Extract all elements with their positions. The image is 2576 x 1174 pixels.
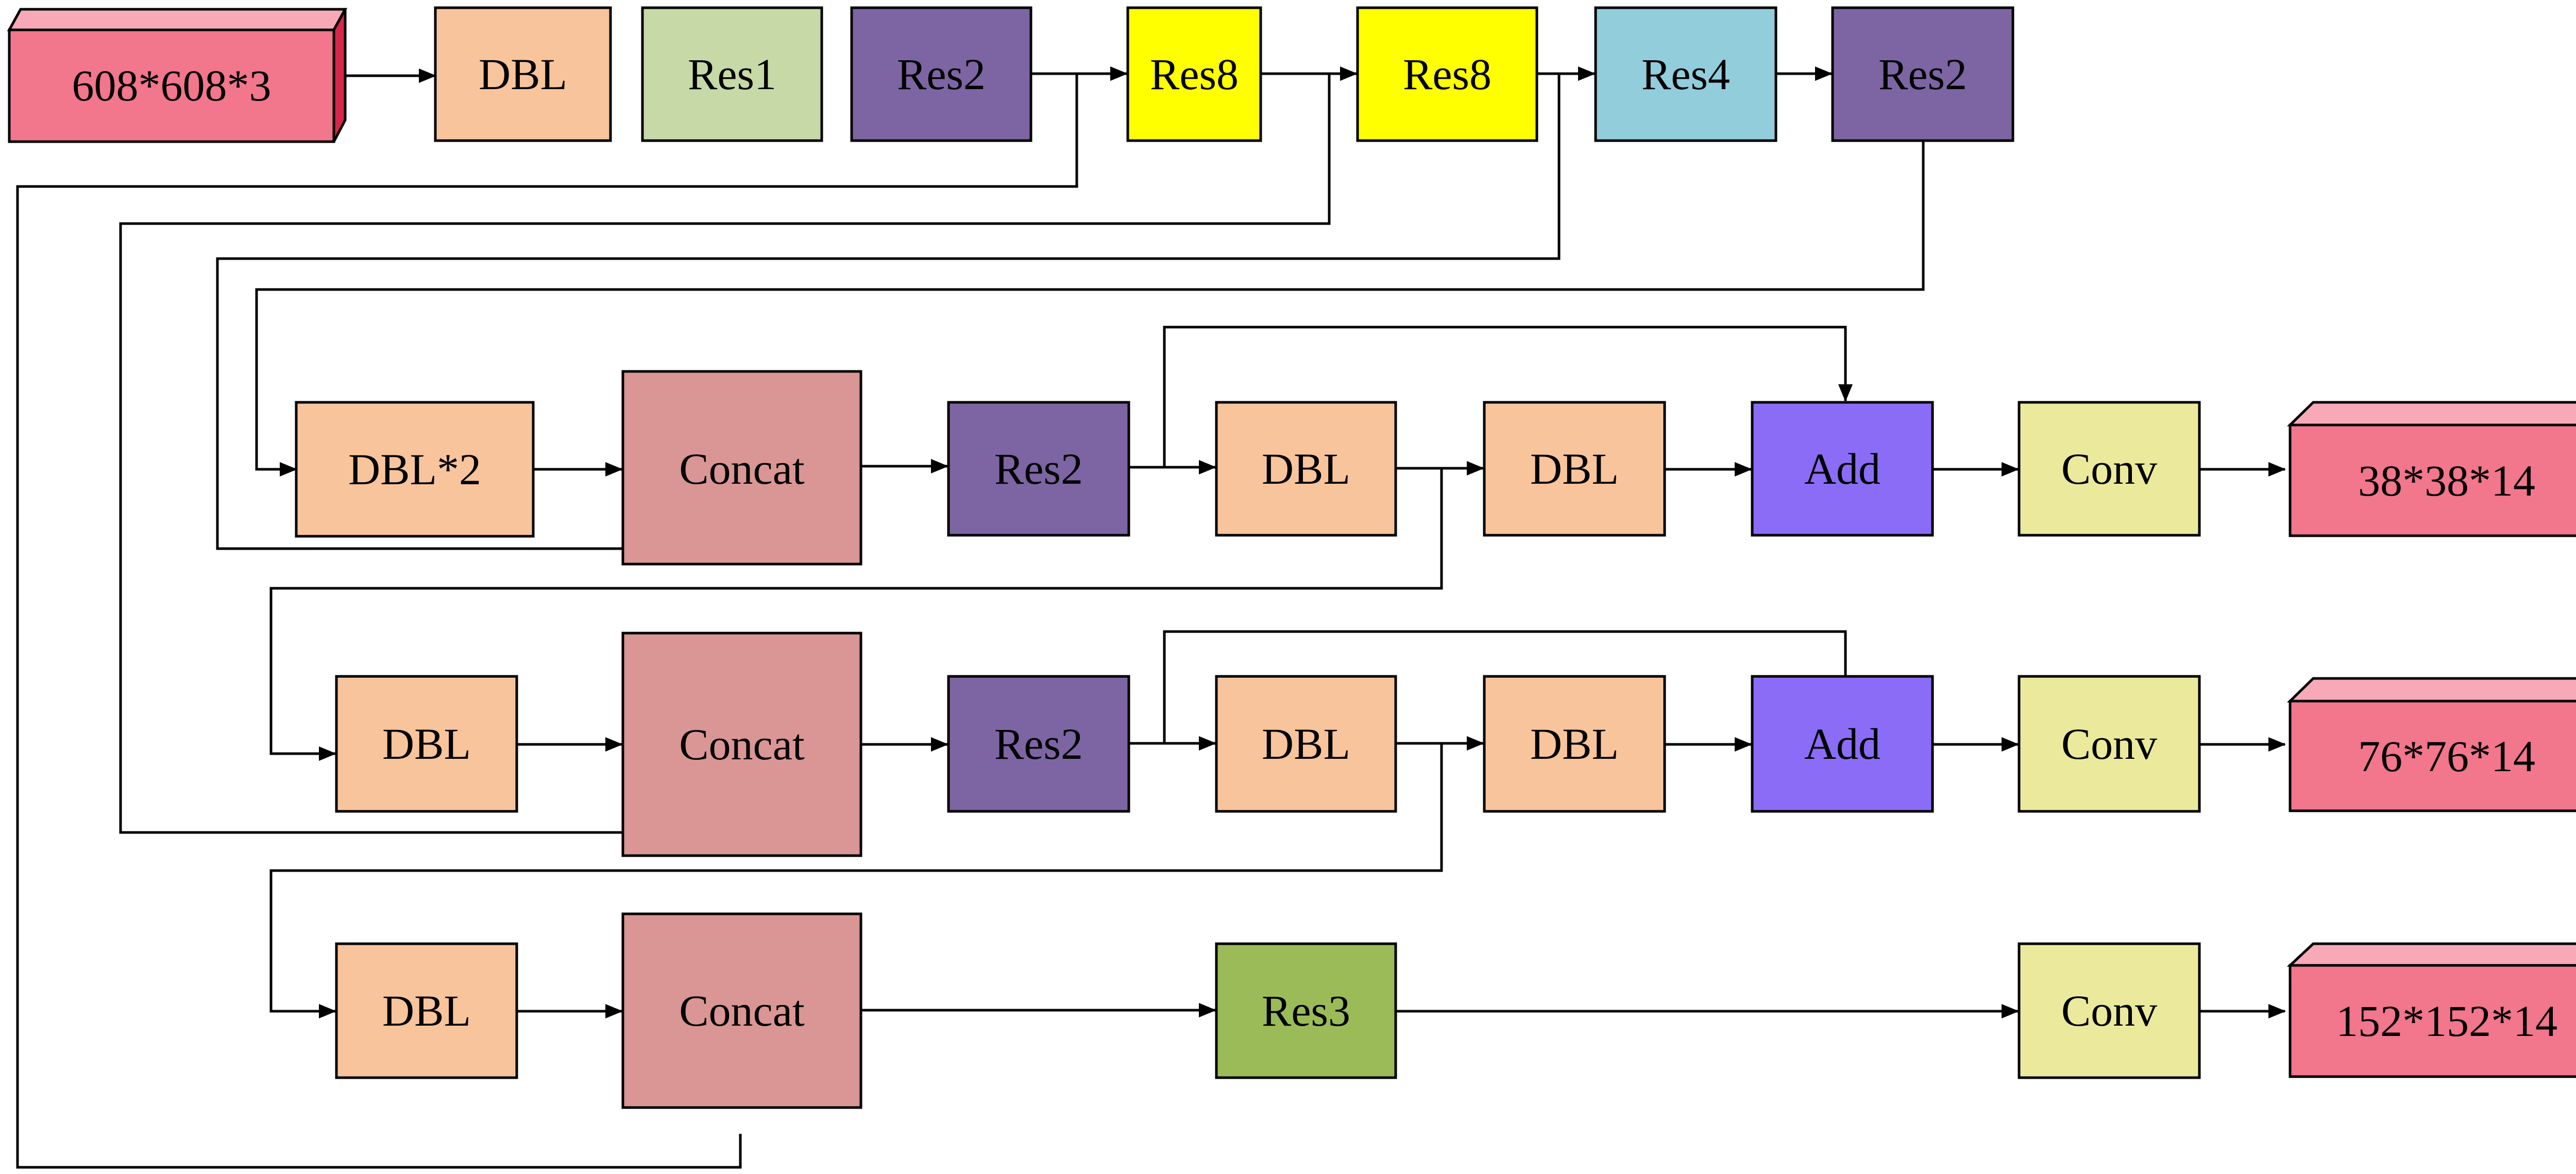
- output-tensor-152-label: 152*152*14: [2336, 996, 2557, 1046]
- row1-dbl-b: DBL: [1483, 401, 1666, 537]
- block-res8-a: Res8: [1126, 6, 1262, 142]
- row3-res3: Res3: [1215, 942, 1397, 1079]
- row2-conv: Conv: [2018, 675, 2201, 813]
- row3-concat: Concat: [621, 912, 862, 1109]
- block-res2-b-label: Res2: [1878, 49, 1967, 99]
- output-tensor-76: 76*76*14: [2286, 677, 2576, 812]
- block-res2-b: Res2: [1831, 6, 2014, 142]
- input-tensor: 608*608*3: [7, 8, 348, 143]
- row1-add: Add: [1751, 401, 1934, 537]
- row1-dbl2: DBL*2: [295, 401, 535, 538]
- row2-add: Add: [1751, 675, 1934, 813]
- block-res4-label: Res4: [1641, 49, 1730, 99]
- output-tensor-38-label: 38*38*14: [2358, 456, 2535, 505]
- row1-conv: Conv: [2018, 401, 2201, 537]
- row1-res2: Res2: [947, 401, 1130, 537]
- row2-res2-label: Res2: [994, 719, 1083, 769]
- route-r2-dbl-to-row3-dbl: [269, 743, 1443, 1018]
- row-2: DBL Concat Res2 DBL DBL Add Conv: [335, 632, 2201, 857]
- route-r1-res2-to-add: [1163, 326, 1853, 467]
- row3-conv-label: Conv: [2061, 986, 2157, 1035]
- row1-dbl2-label: DBL*2: [348, 445, 481, 494]
- output-tensor-76-label: 76*76*14: [2358, 731, 2535, 781]
- row2-dbl-a: DBL: [1215, 675, 1397, 813]
- block-res1-label: Res1: [688, 49, 776, 99]
- route-res2b-to-row1-dbl2: [255, 142, 1925, 477]
- row2-res2: Res2: [947, 675, 1130, 813]
- row1-add-label: Add: [1804, 444, 1880, 494]
- block-res1: Res1: [641, 6, 823, 142]
- row2-dbl-a-label: DBL: [1262, 719, 1350, 769]
- route-res8a-to-row2-concat: [119, 74, 1331, 834]
- row1-concat-label: Concat: [679, 444, 805, 494]
- block-res8-b-label: Res8: [1403, 49, 1492, 99]
- row2-concat: Concat: [621, 632, 862, 857]
- row2-dbl-b: DBL: [1483, 675, 1666, 813]
- row1-dbl-b-label: DBL: [1530, 444, 1619, 494]
- input-tensor-label: 608*608*3: [72, 61, 272, 110]
- row3-dbl-label: DBL: [382, 986, 471, 1035]
- row-3: DBL Concat Res3 Conv: [335, 912, 2201, 1109]
- block-res8-a-label: Res8: [1150, 49, 1239, 99]
- block-res2-label: Res2: [897, 49, 986, 99]
- block-dbl-label: DBL: [479, 49, 567, 99]
- route-res8b-to-row1-concat: [216, 74, 1561, 550]
- row1-dbl-a: DBL: [1215, 401, 1397, 537]
- row2-dbl: DBL: [335, 675, 518, 813]
- connectors: [16, 66, 2286, 1169]
- row3-dbl: DBL: [335, 942, 518, 1079]
- block-res4: Res4: [1594, 6, 1777, 142]
- block-dbl: DBL: [434, 6, 612, 142]
- row2-conv-label: Conv: [2061, 719, 2157, 769]
- backbone: DBL Res1 Res2 Res8 Res8 Res4 Res2: [434, 6, 2014, 142]
- row2-dbl-label: DBL: [382, 719, 471, 769]
- row-1: DBL*2 Concat Res2 DBL DBL Add Conv: [295, 370, 2201, 566]
- output-tensor-152: 152*152*14: [2286, 942, 2576, 1078]
- route-r1-dbl-to-row2-dbl: [269, 468, 1443, 761]
- row1-res2-label: Res2: [994, 444, 1083, 494]
- row2-concat-label: Concat: [679, 720, 805, 769]
- output-tensor-38: 38*38*14: [2286, 401, 2576, 537]
- row2-dbl-b-label: DBL: [1530, 719, 1619, 769]
- block-res8-b: Res8: [1356, 6, 1538, 142]
- row3-res3-label: Res3: [1262, 986, 1350, 1035]
- row1-dbl-a-label: DBL: [1262, 444, 1350, 494]
- route-res2-to-row3-concat: [16, 74, 1078, 1169]
- row1-conv-label: Conv: [2061, 444, 2157, 494]
- block-res2: Res2: [850, 6, 1032, 142]
- row3-concat-label: Concat: [679, 986, 805, 1035]
- route-r2-res2-to-add: [1163, 630, 1847, 743]
- row1-concat: Concat: [621, 370, 862, 566]
- row3-conv: Conv: [2018, 942, 2201, 1079]
- row2-add-label: Add: [1804, 719, 1880, 769]
